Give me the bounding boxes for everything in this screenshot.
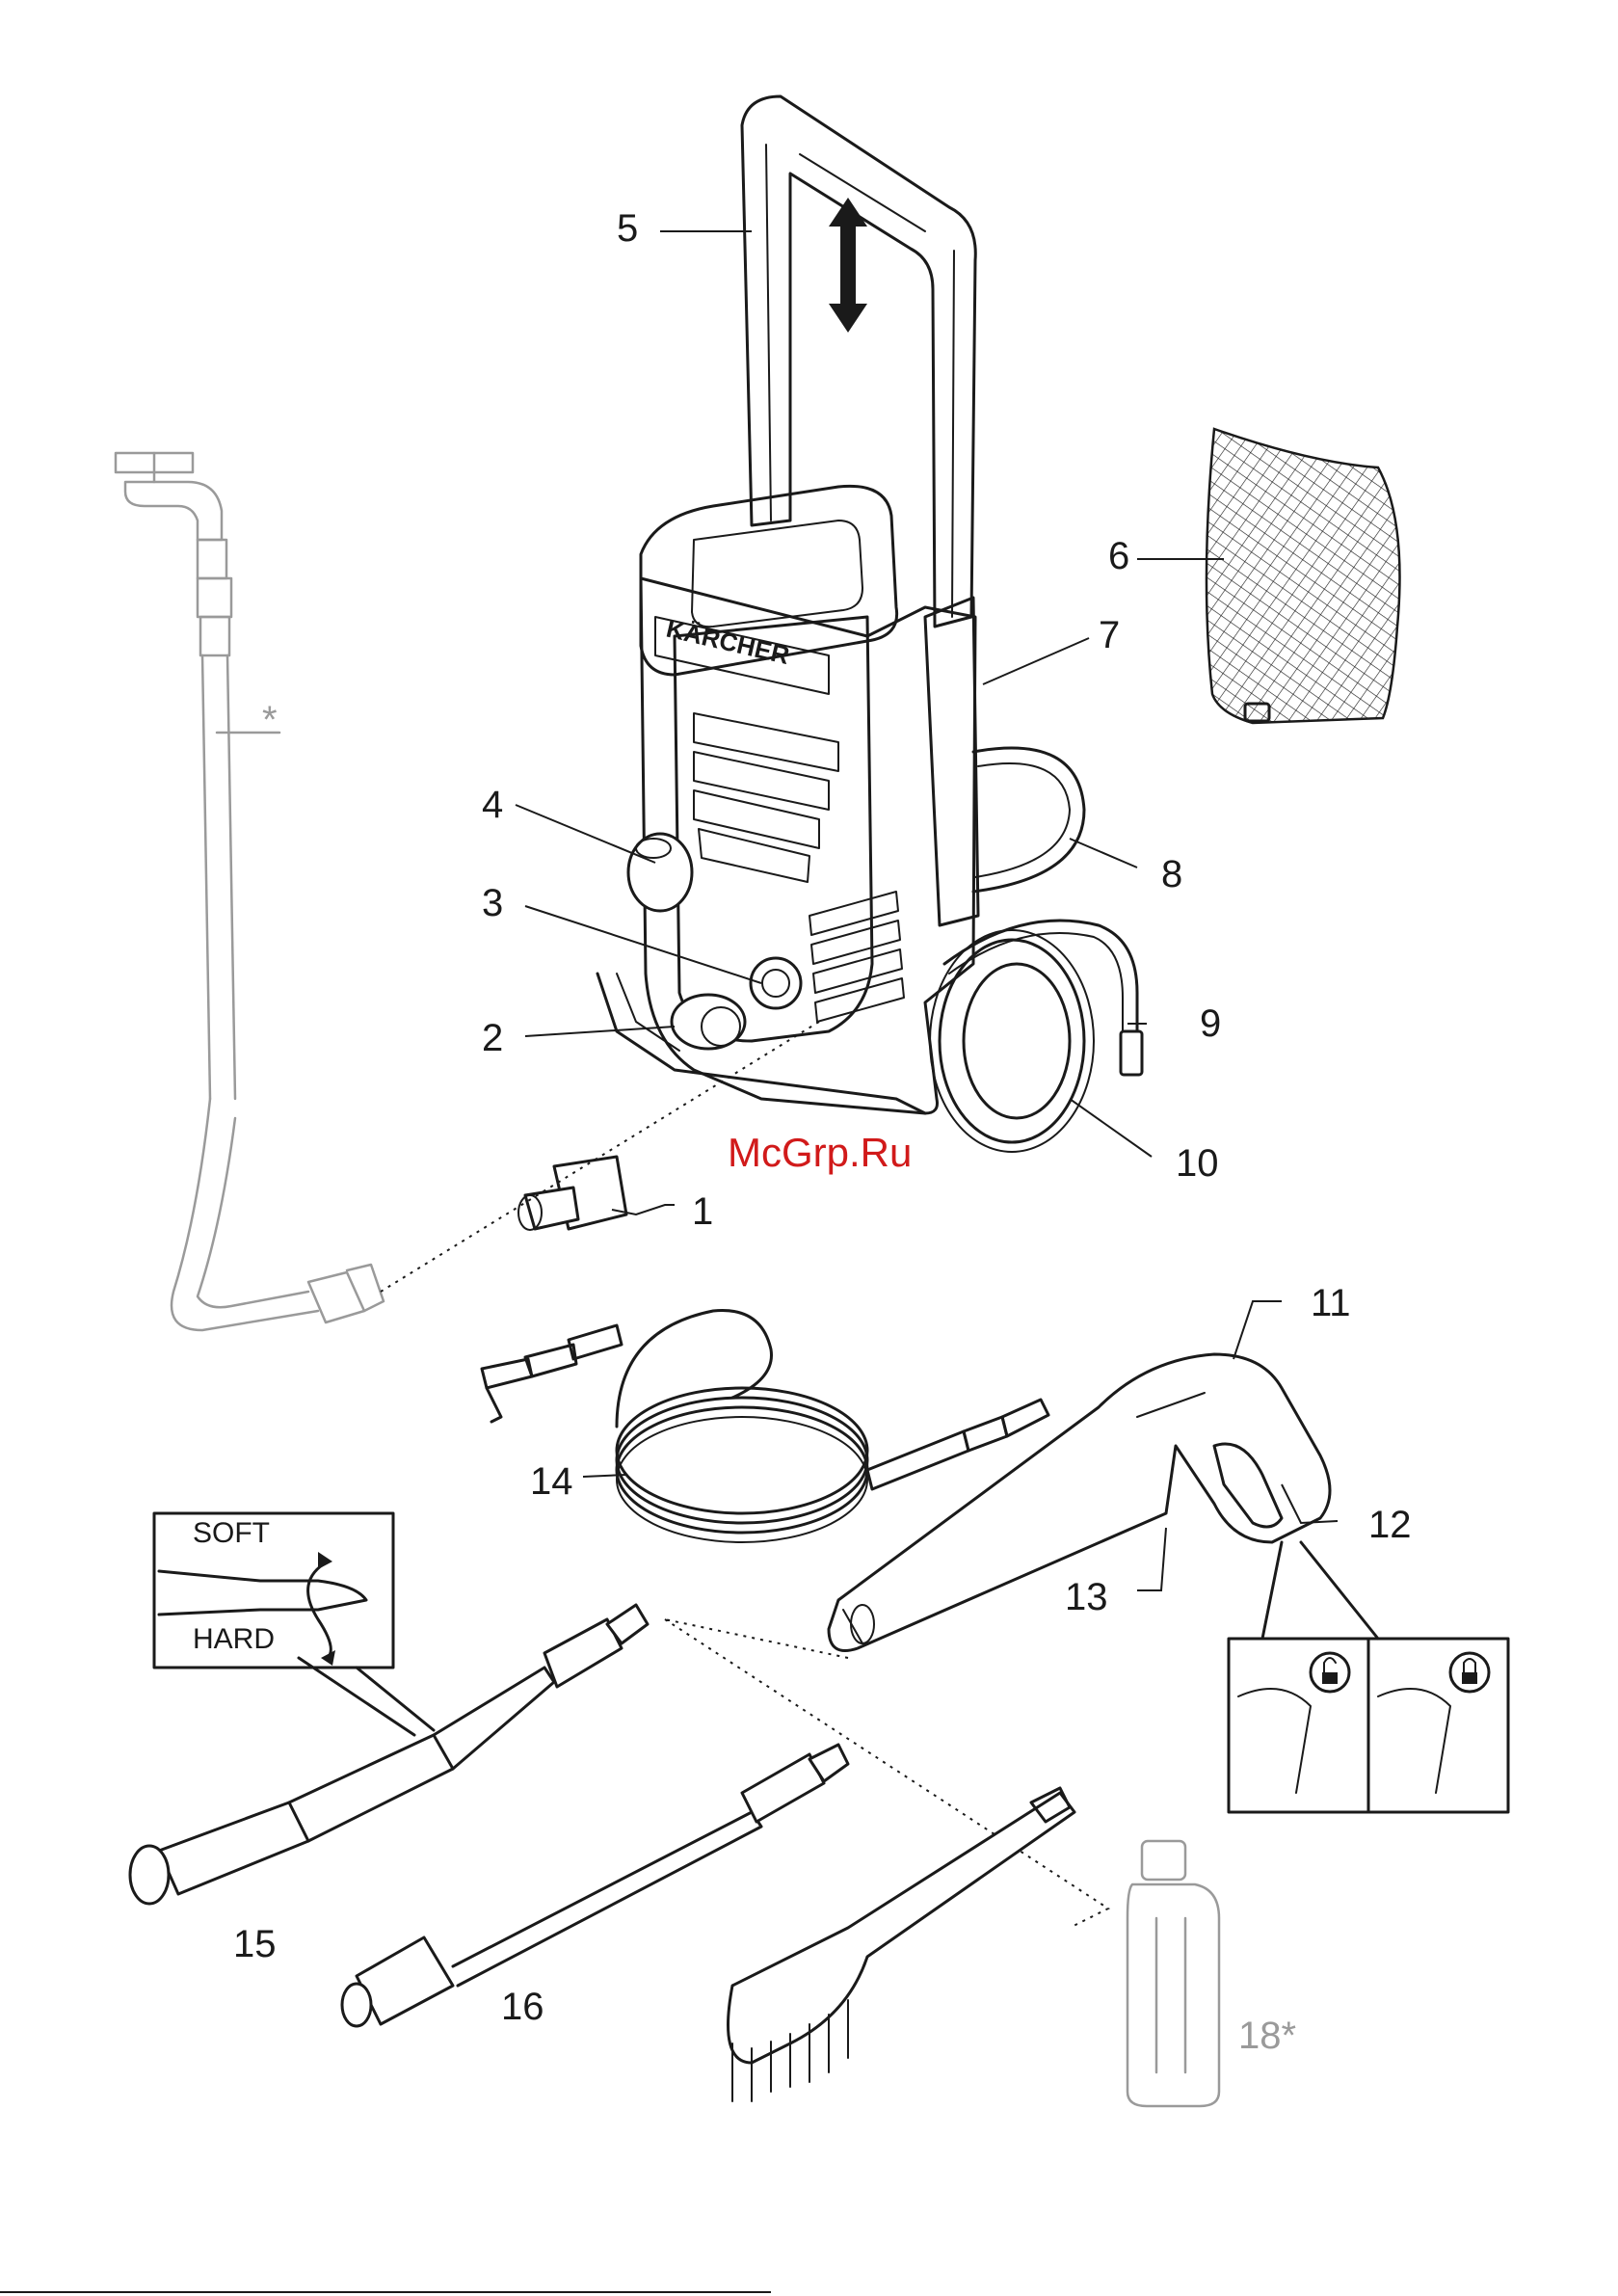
water-connector-part-1 bbox=[518, 1157, 626, 1230]
label-16: 16 bbox=[501, 1986, 544, 2028]
accessory-net-part-6 bbox=[1207, 429, 1400, 723]
detergent-bottle-part-18 bbox=[1127, 1841, 1219, 2106]
label-15: 15 bbox=[233, 1923, 277, 1965]
label-11: 11 bbox=[1311, 1282, 1351, 1324]
label-18: 18* bbox=[1238, 2015, 1296, 2057]
label-5: 5 bbox=[617, 207, 638, 250]
inset-label-hard: HARD bbox=[193, 1623, 275, 1655]
water-tap-hose-optional bbox=[116, 453, 384, 1330]
label-3: 3 bbox=[482, 882, 503, 924]
label-7: 7 bbox=[1099, 614, 1120, 656]
label-10: 10 bbox=[1176, 1142, 1219, 1185]
optional-marker: * bbox=[262, 699, 278, 741]
inset-label-soft: SOFT bbox=[193, 1517, 270, 1549]
lock-inset bbox=[1229, 1542, 1508, 1812]
label-4: 4 bbox=[482, 784, 503, 826]
label-6: 6 bbox=[1108, 535, 1129, 577]
label-8: 8 bbox=[1161, 853, 1182, 895]
label-9: 9 bbox=[1200, 1002, 1221, 1045]
connection-line-lances bbox=[665, 1619, 1108, 1928]
label-12: 12 bbox=[1368, 1504, 1412, 1546]
label-2: 2 bbox=[482, 1017, 503, 1059]
label-13: 13 bbox=[1065, 1576, 1108, 1618]
label-1: 1 bbox=[692, 1190, 713, 1233]
wash-brush bbox=[729, 1788, 1075, 2101]
pressure-washer-body: KÄRCHER bbox=[597, 96, 1142, 1152]
label-14: 14 bbox=[530, 1460, 573, 1503]
watermark: McGrp.Ru bbox=[728, 1130, 912, 1175]
